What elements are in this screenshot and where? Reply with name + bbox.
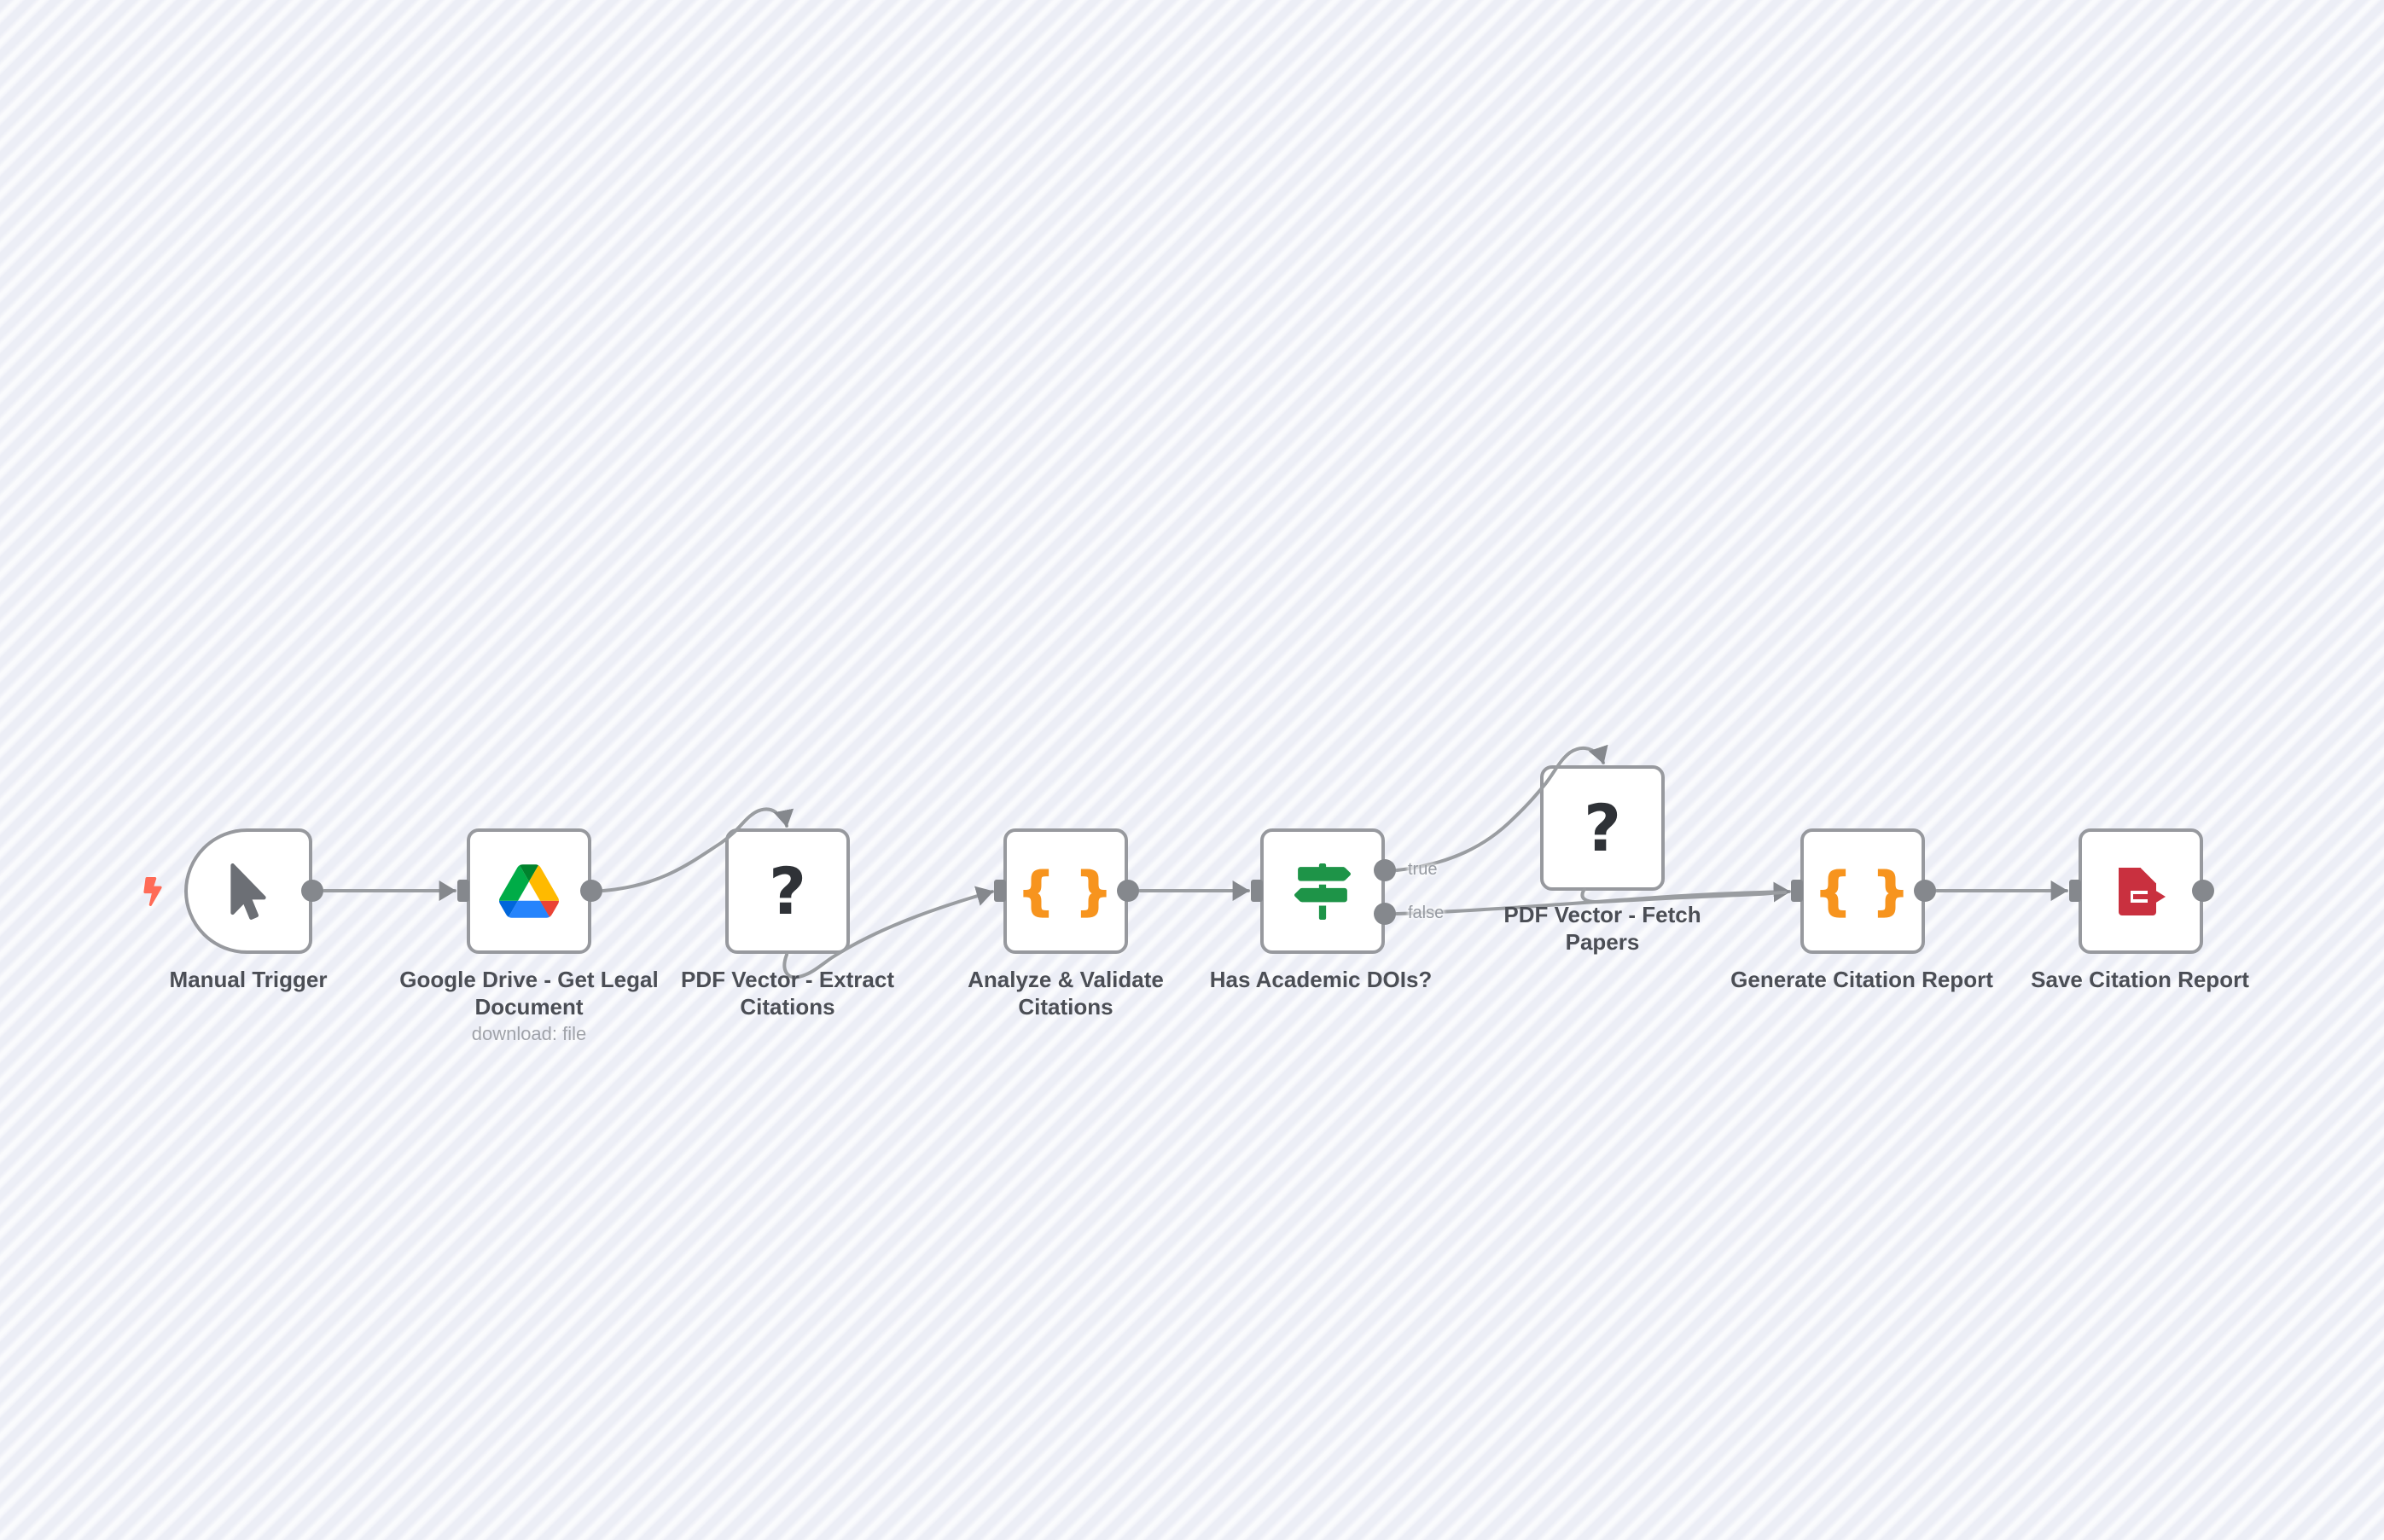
output-label-false: false <box>1408 904 1445 922</box>
input-port-generate[interactable] <box>1791 880 1803 902</box>
node-analyze-validate-citations[interactable]: { } <box>1003 828 1128 954</box>
node-label-google-drive: Google Drive - Get Legal Document <box>399 967 659 1020</box>
question-mark-icon: ? <box>1583 790 1622 866</box>
node-has-academic-dois[interactable] <box>1260 828 1385 954</box>
connection-has-dois-true-to-pdf-fetch[interactable] <box>1395 744 1608 872</box>
node-label-pdf-extract: PDF Vector - Extract Citations <box>681 967 894 1020</box>
input-port-analyze[interactable] <box>994 880 1006 902</box>
output-label-true: true <box>1408 860 1438 879</box>
node-generate-citation-report[interactable]: { } <box>1800 828 1925 954</box>
node-label-analyze: Analyze & Validate Citations <box>968 967 1164 1020</box>
output-port-has-dois-true[interactable] <box>1374 859 1396 881</box>
node-label-generate: Generate Citation Report <box>1730 967 1993 992</box>
input-port-has-dois[interactable] <box>1251 880 1263 902</box>
node-google-drive-get-legal-document[interactable] <box>467 828 591 954</box>
output-port-has-dois-false[interactable] <box>1374 903 1396 925</box>
lightning-bolt-icon <box>143 877 162 906</box>
curly-braces-icon: { } <box>1814 861 1911 922</box>
connection-pdf-extract-to-analyze[interactable] <box>782 886 994 979</box>
output-port-google-drive[interactable] <box>580 880 602 902</box>
node-label-pdf-fetch: PDF Vector - Fetch Papers <box>1503 902 1701 955</box>
node-pdf-vector-fetch-papers[interactable]: ? <box>1540 765 1665 891</box>
mouse-pointer-icon <box>230 863 266 920</box>
file-export-icon <box>2119 867 2166 915</box>
node-manual-trigger[interactable] <box>184 828 312 954</box>
node-label-save: Save Citation Report <box>2031 967 2249 992</box>
node-pdf-vector-extract-citations[interactable]: ? <box>725 828 850 954</box>
output-port-generate[interactable] <box>1914 880 1936 902</box>
signpost-icon <box>1294 863 1351 920</box>
output-port-save[interactable] <box>2192 880 2214 902</box>
google-drive-icon <box>499 864 559 918</box>
input-port-save[interactable] <box>2069 880 2081 902</box>
node-label-has-dois: Has Academic DOIs? <box>1209 967 1433 992</box>
input-port-google-drive[interactable] <box>457 880 469 902</box>
curly-braces-icon: { } <box>1017 861 1114 922</box>
node-sublabel-google-drive: download: file <box>471 1023 587 1044</box>
connection-pdf-fetch-to-generate[interactable] <box>1580 887 1787 904</box>
node-save-citation-report[interactable] <box>2079 828 2203 954</box>
output-port-analyze[interactable] <box>1117 880 1139 902</box>
output-port-manual-trigger[interactable] <box>301 880 323 902</box>
node-label-manual-trigger: Manual Trigger <box>169 967 328 992</box>
connection-google-drive-to-pdf-extract[interactable] <box>602 807 794 892</box>
question-mark-icon: ? <box>768 853 807 929</box>
